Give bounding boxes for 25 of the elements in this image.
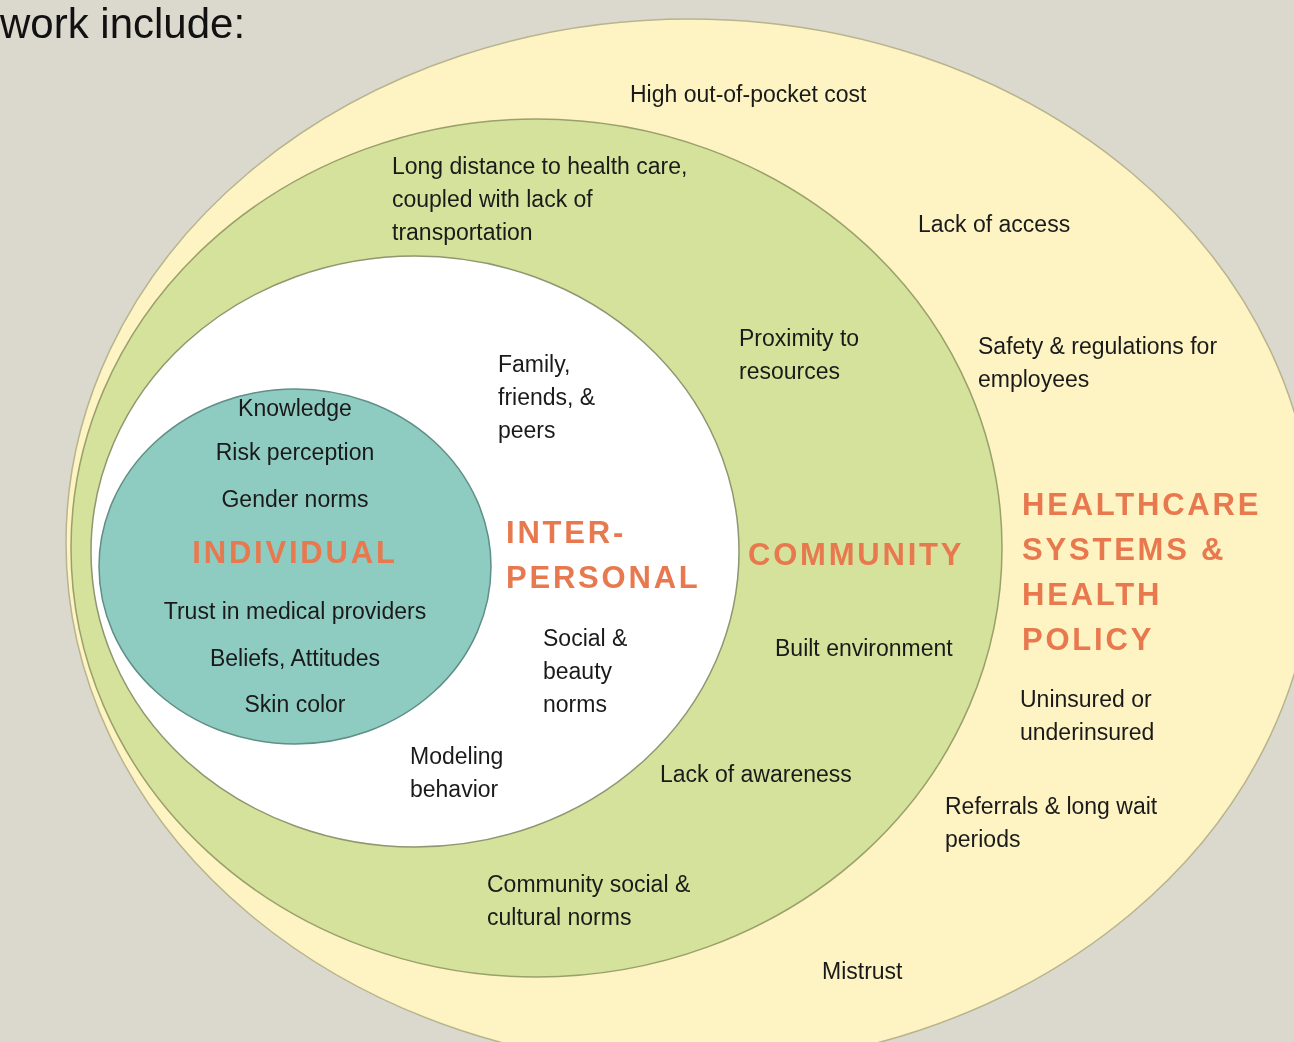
factor-text: Proximity to resources [739,324,861,386]
factor-text: Built environment [775,634,954,663]
factor-text: Safety & regulations for employees [978,332,1219,394]
factor-text: Long distance to health care, coupled with lack of transportation [392,152,689,247]
factor-text: Mistrust [822,957,903,986]
level-heading: INTER-PERSONAL [506,514,702,597]
factor-text: Risk perception [214,438,376,467]
factor-text: Modeling behavior [410,742,505,804]
heading-text: work include: [0,0,246,48]
factor-text: Referrals & long wait periods [945,792,1159,854]
factor-text: Trust in medical providers [162,597,428,626]
factor-text: Lack of awareness [660,760,852,789]
factor-text: Skin color [243,690,347,719]
factor-text: Beliefs, Attitudes [208,644,381,673]
factor-text: Family, friends, & peers [498,350,597,445]
factor-text: High out-of-pocket cost [630,80,867,109]
level-heading: HEALTHCARE SYSTEMS & HEALTH POLICY [1022,486,1263,659]
factor-text: Social & beauty norms [543,624,629,719]
level-heading: COMMUNITY [748,536,965,574]
factor-text: Gender norms [220,485,370,514]
level-heading: INDIVIDUAL [191,534,399,572]
factor-text: Lack of access [918,210,1071,239]
factor-text: Community social & cultural norms [487,870,692,932]
factor-text: Knowledge [237,394,353,423]
factor-text: Uninsured or underinsured [1020,685,1156,747]
